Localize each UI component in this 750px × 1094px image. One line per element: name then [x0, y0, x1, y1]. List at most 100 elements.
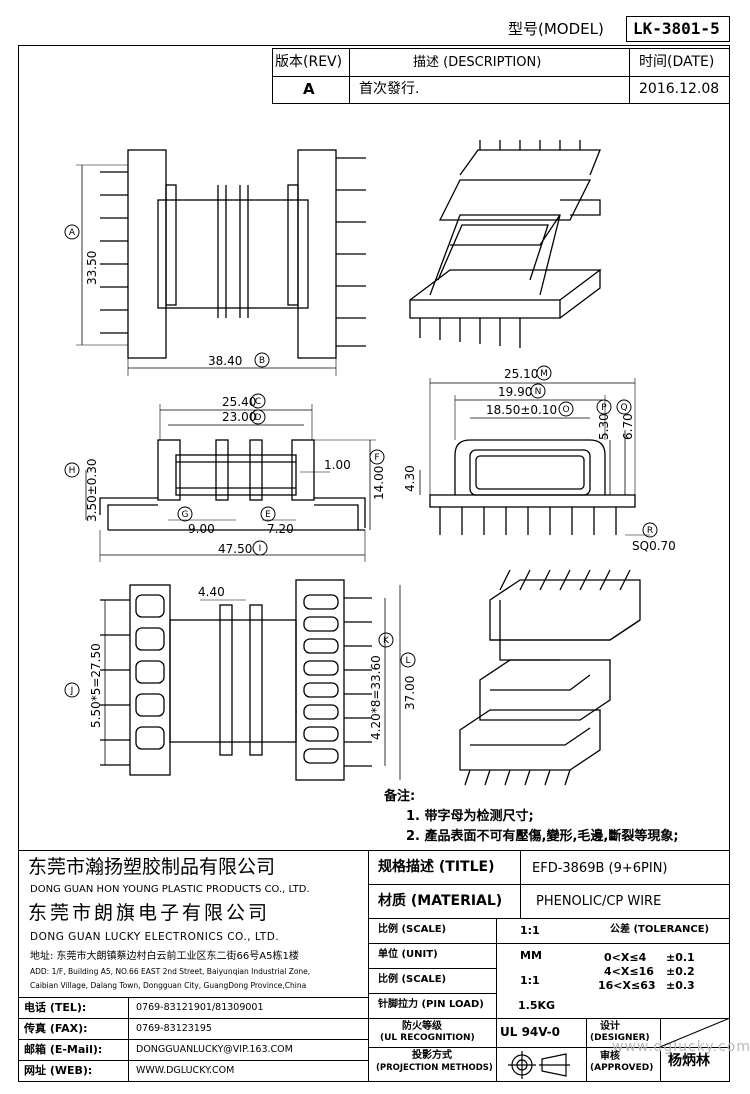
- spec-projection-label-1: 投影方式: [412, 1050, 452, 1061]
- drawing-frame: [18, 45, 730, 1082]
- letter-i: I: [259, 544, 262, 554]
- dim-u-value: 7.20: [267, 522, 294, 536]
- spec-scale2-label: 比例 (SCALE): [378, 974, 447, 985]
- spec-scale-label: 比例 (SCALE): [378, 924, 447, 935]
- date-value: 2016.12.08: [639, 81, 720, 97]
- spec-pin-load-value: 1.5KG: [518, 999, 556, 1012]
- dim-o-value: 18.50±0.10: [486, 403, 557, 417]
- spec-projection-label-2: (PROJECTION METHODS): [376, 1063, 493, 1073]
- dim-d-value: 23.00: [222, 410, 256, 424]
- dim-g-value: 9.00: [188, 522, 215, 536]
- dim-f-value: 14.00: [372, 466, 386, 500]
- tolerance-range-3: 16<X≤63: [598, 979, 656, 992]
- spec-unit-label: 单位 (UNIT): [378, 949, 438, 960]
- letter-q: Q: [620, 403, 627, 413]
- letter-j: J: [70, 686, 74, 696]
- letter-c: C: [255, 397, 261, 407]
- approved-by-value: 杨炳林: [668, 1053, 710, 1069]
- spec-material-label: 材质 (MATERIAL): [378, 893, 503, 909]
- spec-ul-label-1: 防火等级: [402, 1021, 442, 1032]
- dim-m-value: 25.10: [504, 367, 538, 381]
- bottom-view: [100, 579, 401, 781]
- spec-ul-label-2: (UL RECOGNITION): [380, 1033, 475, 1043]
- dim-k-value: 4.20*8=33.60: [369, 655, 383, 740]
- letter-r: R: [647, 526, 653, 536]
- company-address-cn: 地址: 东莞市大朗镇蔡边村白云前工业区东二街66号A5栋1楼: [30, 951, 299, 962]
- date-header: 时间(DATE): [639, 54, 715, 70]
- designer-label-2: (DESIGNER): [590, 1033, 650, 1043]
- dim-p-value: 5.30: [597, 413, 611, 440]
- dim-s-value: 4.30: [403, 465, 417, 492]
- letter-e: E: [265, 510, 271, 520]
- letter-g: G: [182, 510, 189, 520]
- spec-pin-load-label: 针脚拉力 (PIN LOAD): [378, 999, 484, 1010]
- spec-scale2-value: 1:1: [520, 974, 540, 987]
- dim-j-value: 5.50*5=27.50: [89, 643, 103, 728]
- contact-tel-label: 电话 (TEL):: [24, 1001, 87, 1014]
- desc-value: 首次發行.: [359, 81, 420, 97]
- watermark: www.dglucky.com: [612, 1039, 750, 1055]
- dim-q-value: 6.70: [621, 413, 635, 440]
- dim-a-value: 33.50: [85, 251, 99, 285]
- end-view: [419, 378, 650, 536]
- letter-o: O: [562, 405, 569, 415]
- model-number: LK-3801-5: [633, 19, 720, 38]
- spec-title-label: 规格描述 (TITLE): [378, 859, 495, 875]
- contact-tel-value: 0769-83121901/81309001: [136, 1002, 264, 1013]
- company-name-1-cn: 东莞市瀚扬塑胶制品有限公司: [28, 856, 276, 878]
- tolerance-range-2: 4<X≤16: [604, 965, 654, 978]
- notes-title: 备注:: [384, 789, 416, 804]
- tolerance-value-2: ±0.2: [666, 965, 695, 978]
- note-line-1: 1. 带字母为检测尺寸;: [406, 809, 534, 824]
- spec-title-value: EFD-3869B (9+6PIN): [532, 861, 668, 876]
- designer-label-1: 设计: [600, 1021, 620, 1032]
- dim-r-value: SQ0.70: [632, 539, 676, 553]
- dim-e-value: 1.00: [324, 458, 351, 472]
- letter-h: H: [69, 466, 76, 476]
- dim-i-value: 47.50: [218, 542, 252, 556]
- letter-l: L: [405, 656, 410, 666]
- contact-web-value[interactable]: WWW.DGLUCKY.COM: [136, 1065, 235, 1076]
- contact-web-label: 网址 (WEB):: [24, 1064, 93, 1077]
- spec-scale-value: 1:1: [520, 924, 540, 937]
- side-view: [85, 404, 376, 562]
- model-box: LK-3801-5: [626, 16, 730, 42]
- letter-n: N: [535, 387, 542, 397]
- letter-b: B: [259, 356, 265, 366]
- spec-unit-value: MM: [520, 949, 542, 962]
- spec-tolerance-label: 公差 (TOLERANCE): [610, 924, 710, 935]
- technical-drawing: 33.50 38.40 25.40 23.00 1.00 14.00 9.00 …: [64, 140, 676, 786]
- spec-ul-value: UL 94V-0: [500, 1025, 561, 1039]
- contact-fax-label: 传真 (FAX):: [24, 1022, 88, 1035]
- note-line-2: 2. 產品表面不可有壓傷,變形,毛邊,斷裂等現象;: [406, 829, 679, 844]
- front-view: [76, 149, 366, 376]
- dim-b-value: 38.40: [208, 354, 242, 368]
- approved-label-2: (APPROVED): [590, 1063, 654, 1073]
- tolerance-value-3: ±0.3: [666, 979, 695, 992]
- tolerance-value-1: ±0.1: [666, 951, 695, 964]
- projection-symbol-icon: [508, 1051, 570, 1079]
- company-address-en-2: Caibian Village, Dalang Town, Dongguan C…: [30, 981, 307, 990]
- isometric-view-2: [459, 569, 641, 786]
- model-label: 型号(MODEL): [508, 20, 604, 38]
- desc-header: 描述 (DESCRIPTION): [413, 55, 542, 70]
- letter-m: M: [540, 369, 548, 379]
- company-name-2-cn: 东莞市朗旗电子有限公司: [28, 902, 271, 924]
- letter-k: K: [383, 636, 390, 646]
- rev-value: A: [303, 80, 315, 98]
- dim-l-value: 37.00: [403, 676, 417, 710]
- contact-fax-value: 0769-83123195: [136, 1023, 212, 1034]
- spec-material-value: PHENOLIC/CP WIRE: [536, 894, 662, 909]
- isometric-view-1: [409, 140, 602, 348]
- tolerance-range-1: 0<X≤4: [604, 951, 647, 964]
- contact-email-value[interactable]: DONGGUANLUCKY@VIP.163.COM: [136, 1044, 293, 1055]
- dim-c-value: 25.40: [222, 395, 256, 409]
- letter-a: A: [69, 228, 76, 238]
- approved-label-1: 审核: [600, 1051, 620, 1062]
- company-address-en-1: ADD: 1/F, Building A5, NO.66 EAST 2nd St…: [30, 967, 311, 976]
- dim-h-value: 3.50±0.30: [85, 459, 99, 523]
- letter-p: P: [601, 403, 607, 413]
- letter-d: D: [255, 413, 262, 423]
- company-name-1-en: DONG GUAN HON YOUNG PLASTIC PRODUCTS CO.…: [30, 884, 310, 895]
- dim-n-value: 19.90: [498, 385, 532, 399]
